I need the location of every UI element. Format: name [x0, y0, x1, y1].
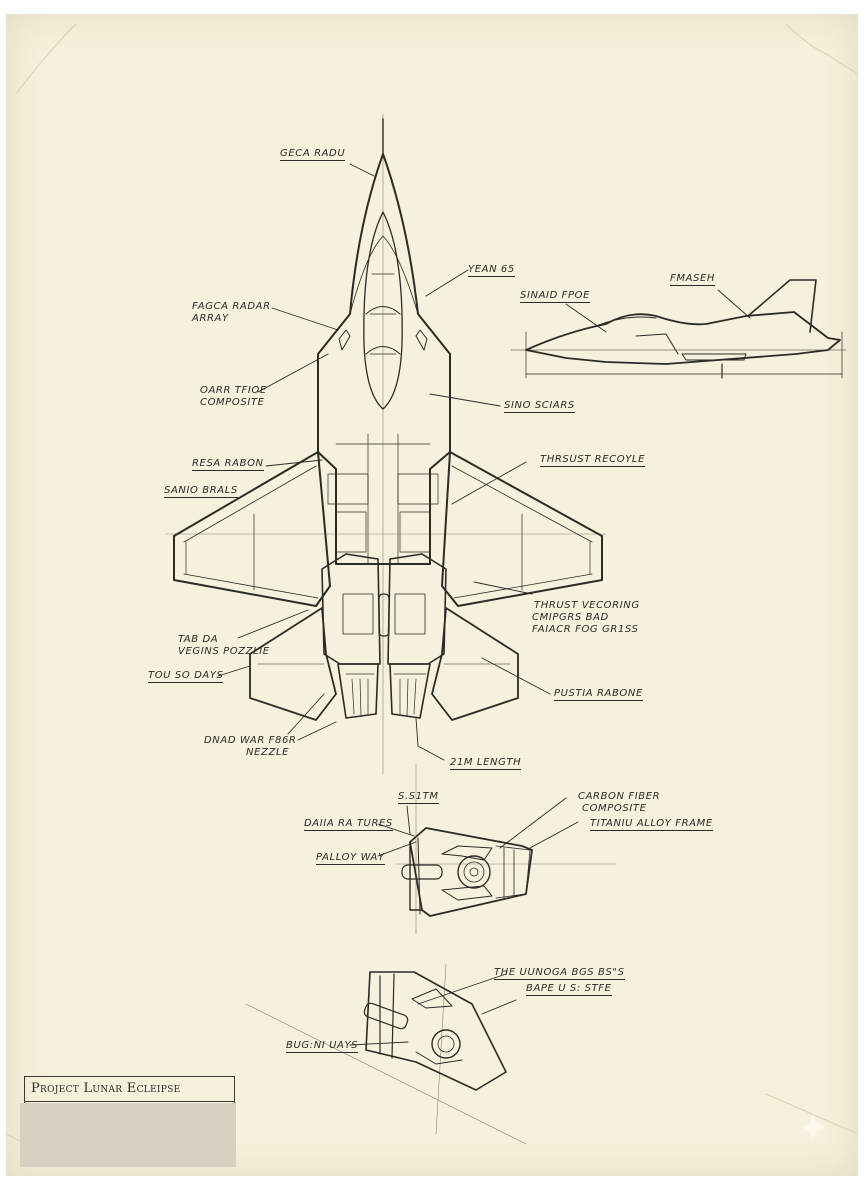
project-title: Project Lunar Ecleipse	[31, 1081, 181, 1096]
detail-view-2	[363, 971, 507, 1091]
label-dual-nozzle-line2: nezzle	[246, 747, 289, 758]
label-pustia-rabone: Pustia rabone	[554, 688, 643, 701]
label-drum-tubes: Daiia ra tures	[304, 818, 393, 831]
blueprint-sheet: Geca radu Fagca radar array Oarr tfioe c…	[6, 14, 858, 1176]
label-vectoring-nozzle-line1: Tab da	[178, 634, 219, 645]
label-titanium-frame: Titaniu alloy frame	[590, 818, 713, 831]
top-view-aircraft	[173, 118, 603, 721]
label-thrust-vectoring-line2: cmipgrs bad	[532, 612, 609, 623]
label-nose-radome: Geca radu	[280, 148, 346, 161]
label-carbon-fiber-line1: Carbon fiber	[578, 791, 661, 802]
label-burn-ways: Bug:ni uays	[286, 1040, 359, 1053]
label-canopy: Sinaid fpoe	[520, 290, 591, 303]
label-composite-line1: Oarr tfioe	[200, 385, 267, 396]
label-thrust-recoyle: Thrsust recoyle	[540, 454, 645, 467]
label-detail2-line2: bape u s: stfe	[526, 983, 612, 996]
label-detail1-top: S.s1tm	[398, 791, 439, 804]
label-tail: Fmaseh	[670, 273, 716, 286]
label-length: 21m length	[450, 757, 522, 770]
side-view-aircraft	[510, 279, 847, 379]
label-sanio-brals: Sanio brals	[164, 485, 238, 498]
detail-view-1	[401, 827, 533, 917]
label-radar-array-line1: Fagca radar	[192, 301, 271, 312]
redaction-box	[20, 1103, 236, 1167]
label-thrust-vectoring-line1: Thrust vecoring	[534, 600, 640, 611]
sparkle-icon	[800, 1114, 826, 1140]
label-dual-nozzle-line1: Dnad war f86r	[204, 735, 297, 746]
leader-lines	[217, 163, 751, 1046]
blueprint-drawing	[6, 23, 858, 1165]
title-divider	[25, 1101, 234, 1102]
label-composite-line2: composite	[200, 397, 265, 408]
label-thrust-vectoring-line3: faiacr fog gr1ss	[532, 624, 639, 635]
label-alloy-way: Palloy way	[316, 852, 385, 865]
label-vectoring-nozzle-line2: vegins pozzlie	[178, 646, 270, 657]
label-yean: Yean 65	[468, 264, 515, 277]
paper-creases	[6, 23, 858, 1165]
label-tou-days: Tou so days	[148, 670, 224, 683]
label-radar-array-line2: array	[192, 313, 229, 324]
label-resa-rabon: Resa rabon	[192, 458, 264, 471]
label-detail2-line1: The uunoga bgs bs"s	[494, 967, 625, 980]
label-sino-sciars: Sino sciars	[504, 400, 575, 413]
label-carbon-fiber-line2: composite	[582, 803, 647, 814]
